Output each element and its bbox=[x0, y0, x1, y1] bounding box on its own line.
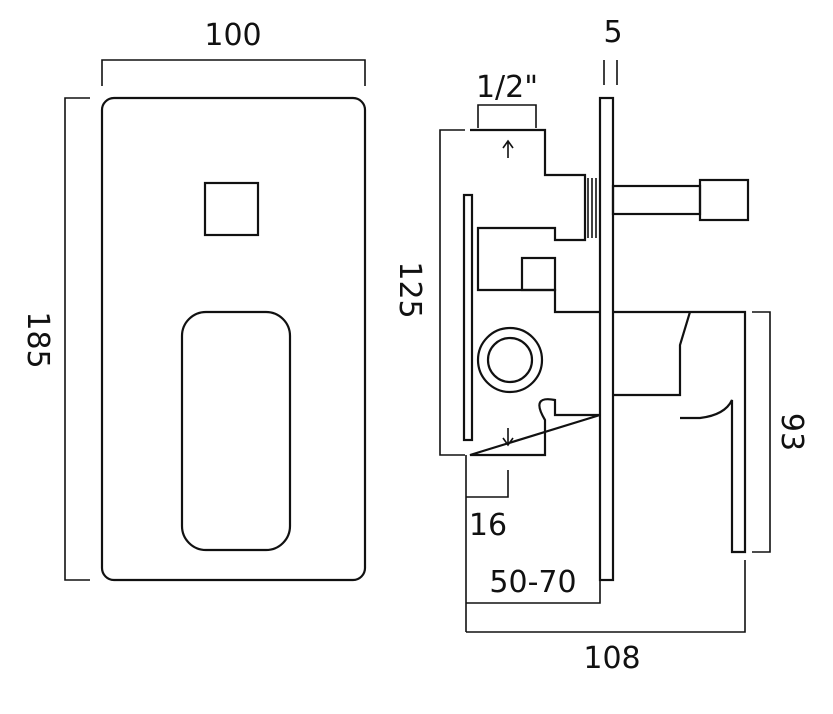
outlet-port-inner bbox=[486, 336, 534, 384]
side-view: 1/2" 5 125 93 16 50-70 108 bbox=[392, 15, 809, 676]
handle-height-label: 93 bbox=[774, 413, 809, 451]
cartridge-block bbox=[520, 256, 557, 292]
thread-dimension: 1/2" bbox=[476, 70, 538, 128]
diverter-knob bbox=[698, 178, 750, 222]
lever-handle bbox=[613, 310, 747, 554]
plate-thickness-dimension: 5 bbox=[603, 15, 623, 85]
threaded-connector bbox=[587, 178, 597, 238]
front-view: 100 185 bbox=[20, 18, 367, 582]
plate-thickness-label: 5 bbox=[603, 15, 622, 50]
faceplate-outline bbox=[100, 96, 367, 582]
spindle bbox=[611, 184, 702, 216]
faceplate-side bbox=[598, 96, 615, 582]
width-label: 100 bbox=[204, 18, 261, 53]
flow-arrow-up bbox=[502, 139, 514, 158]
diverter-button bbox=[203, 181, 260, 237]
height-dimension: 185 bbox=[20, 97, 90, 581]
height-label: 185 bbox=[20, 311, 55, 368]
body-height-dimension: 125 bbox=[392, 129, 465, 456]
mounting-bracket bbox=[462, 193, 474, 442]
handle-height-dimension: 93 bbox=[752, 311, 809, 553]
inlet-offset-label: 16 bbox=[469, 508, 507, 543]
width-dimension: 100 bbox=[101, 18, 366, 86]
wall-depth-label: 50-70 bbox=[489, 565, 576, 600]
total-depth-label: 108 bbox=[583, 641, 640, 676]
outlet-port bbox=[476, 326, 544, 394]
valve-body bbox=[469, 128, 601, 457]
body-height-label: 125 bbox=[392, 261, 427, 318]
lever-recess bbox=[180, 310, 292, 552]
total-depth-dimension: 108 bbox=[466, 560, 746, 676]
flow-arrow-down bbox=[502, 428, 514, 447]
inlet-offset-dimension: 16 bbox=[466, 470, 509, 543]
wall-depth-dimension: 50-70 bbox=[465, 455, 601, 632]
thread-label: 1/2" bbox=[476, 70, 538, 105]
